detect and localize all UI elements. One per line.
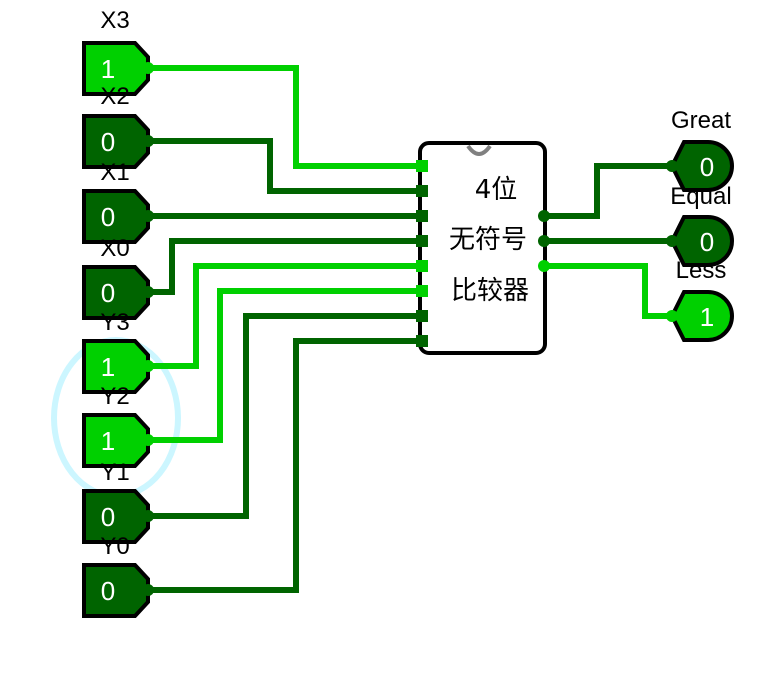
chip-notch-icon (466, 144, 492, 156)
comparator-port-y0[interactable] (416, 335, 428, 347)
input-pin-y3-label: Y3 (100, 309, 129, 336)
input-pin-y0-body[interactable] (82, 563, 150, 618)
input-pin-y2-value: 1 (101, 426, 115, 456)
input-pin-y3-body[interactable] (82, 339, 150, 394)
input-pin-x1-value: 0 (101, 202, 115, 232)
output-pin-less[interactable]: 1 Less (666, 257, 734, 342)
comparator-port-x3[interactable] (416, 160, 428, 172)
input-pin-y1[interactable]: 0 Y1 (82, 459, 154, 544)
input-pin-x0-label: X0 (100, 235, 129, 262)
output-pin-great-body[interactable] (669, 140, 734, 192)
input-pin-y0-value: 0 (101, 576, 115, 606)
comparator-port-y2[interactable] (416, 285, 428, 297)
comparator-label-line1: 4位 (475, 175, 518, 205)
input-pin-y2-label: Y2 (100, 383, 129, 410)
wire-y2 (148, 288, 420, 443)
output-pin-great-value: 0 (700, 152, 714, 182)
output-pin-less-body[interactable] (669, 290, 734, 342)
input-pin-x0-value: 0 (101, 278, 115, 308)
wire-x0 (148, 238, 420, 295)
input-pin-x1-body[interactable] (82, 189, 150, 244)
output-pins: 0 Great 0 Equal 1 Less (666, 107, 734, 342)
input-pin-y1-value: 0 (101, 502, 115, 532)
input-pin-x3-dot (142, 62, 154, 74)
input-pin-x3-label: X3 (100, 7, 129, 34)
output-pin-great-label: Great (671, 107, 731, 134)
input-pin-x0-body[interactable] (82, 265, 150, 320)
comparator-port-equal[interactable] (538, 235, 550, 247)
input-pin-x1-label: X1 (100, 159, 129, 186)
input-pin-y1-label: Y1 (100, 459, 129, 486)
wire-y3 (148, 263, 420, 369)
output-pin-less-label: Less (676, 257, 727, 284)
wires (148, 65, 672, 593)
input-pin-y3[interactable]: 1 Y3 (82, 309, 154, 394)
input-pin-x3-value: 1 (101, 54, 115, 84)
input-pin-x2-dot (142, 135, 154, 147)
input-pin-x3[interactable]: 1 X3 (82, 7, 154, 96)
output-pin-equal-label: Equal (670, 183, 731, 210)
input-pin-y1-body[interactable] (82, 489, 150, 544)
input-pin-x0[interactable]: 0 X0 (82, 235, 154, 320)
input-pin-x3-body[interactable] (82, 41, 150, 96)
wire-less (544, 263, 672, 319)
comparator-port-x0[interactable] (416, 235, 428, 247)
input-pin-y2-body[interactable] (82, 413, 150, 468)
output-pin-equal-value: 0 (700, 227, 714, 257)
input-pin-x0-dot (142, 286, 154, 298)
input-pins: 1 X3 0 X2 0 X1 0 X0 1 Y3 (82, 7, 154, 618)
input-pin-x1[interactable]: 0 X1 (82, 159, 154, 244)
output-pin-less-value: 1 (700, 302, 714, 332)
input-pin-y3-value: 1 (101, 352, 115, 382)
comparator-port-great[interactable] (538, 210, 550, 222)
output-pin-equal[interactable]: 0 Equal (666, 183, 734, 267)
input-pin-x2[interactable]: 0 X2 (82, 83, 154, 169)
comparator-port-y1[interactable] (416, 310, 428, 322)
wire-y1 (148, 313, 420, 519)
wire-x3 (148, 65, 420, 169)
comparator-label-line2: 无符号 (449, 225, 527, 255)
input-pin-y0-label: Y0 (100, 533, 129, 560)
output-pin-equal-body[interactable] (669, 215, 734, 267)
input-pin-x2-value: 0 (101, 127, 115, 157)
comparator-port-x1[interactable] (416, 210, 428, 222)
comparator-label-line3: 比较器 (451, 276, 529, 306)
comparator-body (418, 141, 547, 355)
output-pin-less-dot (666, 310, 678, 322)
comparator-port-x2[interactable] (416, 185, 428, 197)
wire-x2 (148, 138, 420, 194)
input-pin-y3-dot (142, 360, 154, 372)
input-pin-y2-dot (142, 434, 154, 446)
input-pin-y1-dot (142, 510, 154, 522)
input-pin-x1-dot (142, 210, 154, 222)
comparator-port-y3[interactable] (416, 260, 428, 272)
wire-great (544, 163, 672, 219)
comparator-chip[interactable]: 4位 无符号 比较器 (416, 141, 550, 355)
comparator-port-less[interactable] (538, 260, 550, 272)
input-pin-x2-label: X2 (100, 83, 129, 110)
output-pin-great[interactable]: 0 Great (666, 107, 734, 192)
output-pin-equal-dot (666, 235, 678, 247)
input-pin-x2-body[interactable] (82, 114, 150, 169)
input-pin-y0-dot (142, 584, 154, 596)
input-pin-y0[interactable]: 0 Y0 (82, 533, 154, 618)
wire-y0 (148, 338, 420, 593)
input-pin-y2[interactable]: 1 Y2 (82, 383, 154, 468)
output-pin-great-dot (666, 160, 678, 172)
